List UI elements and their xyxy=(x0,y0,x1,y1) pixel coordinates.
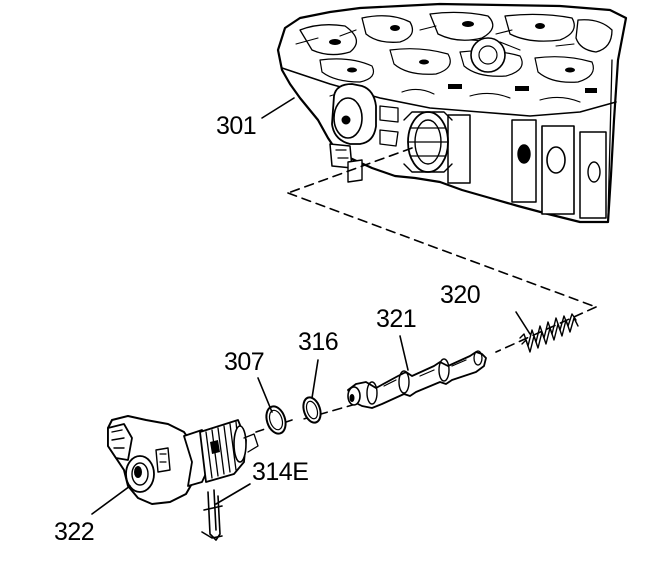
callout-301: 301 xyxy=(216,112,257,140)
callout-320: 320 xyxy=(440,281,481,309)
spring xyxy=(519,313,579,353)
valve-spool xyxy=(347,350,487,409)
retainer-clip xyxy=(201,489,223,541)
callout-316: 316 xyxy=(298,328,339,356)
callout-322: 322 xyxy=(54,518,95,546)
callout-307: 307 xyxy=(224,348,265,376)
callout-314e: 314E xyxy=(252,458,309,486)
alignment-lines xyxy=(255,147,597,433)
solenoid xyxy=(107,415,259,505)
callout-321: 321 xyxy=(376,305,417,333)
o-ring-316 xyxy=(302,396,322,424)
o-ring-307 xyxy=(265,405,287,435)
valve-body xyxy=(276,2,628,224)
leader-lines xyxy=(91,97,531,515)
